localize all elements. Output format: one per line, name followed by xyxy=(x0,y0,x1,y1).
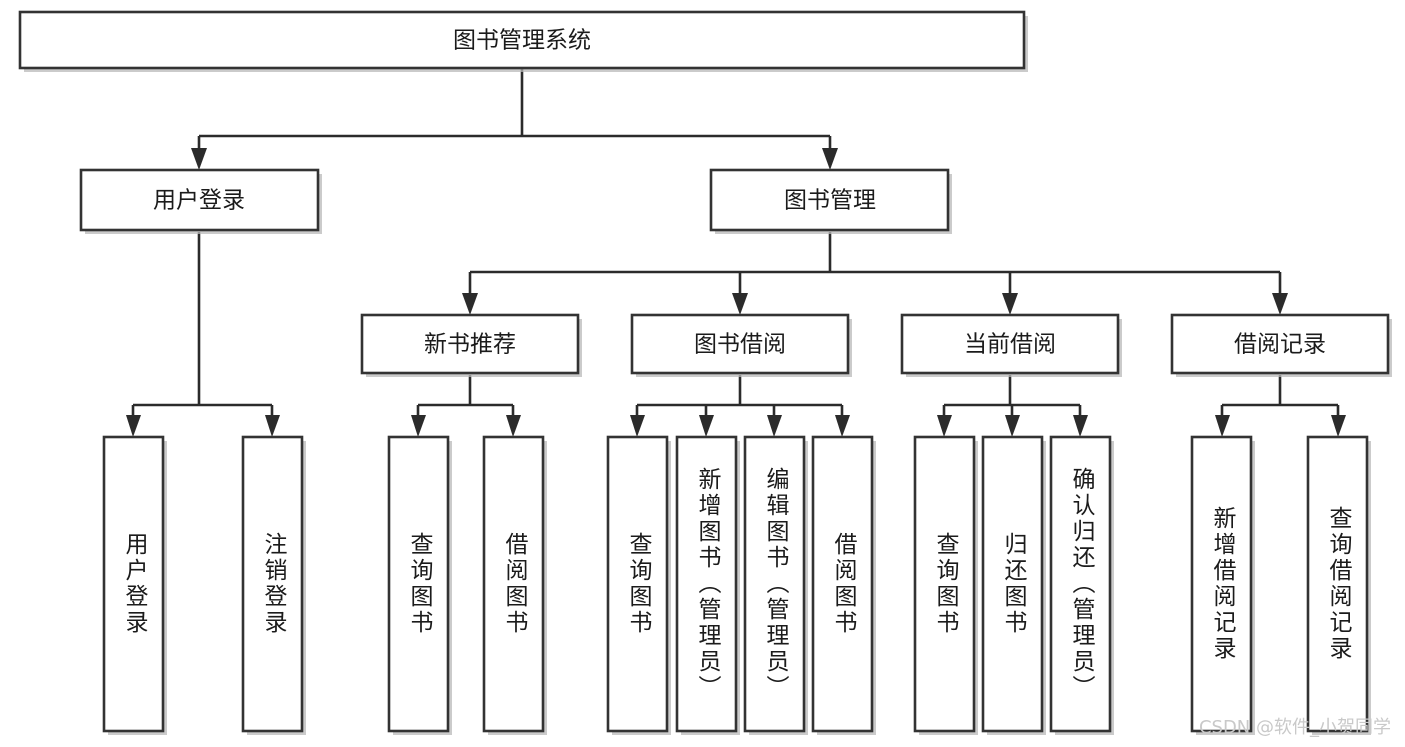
node-leaf-add-book-label: 新增图书（管理员） xyxy=(694,467,722,701)
node-leaf-add-record-box[interactable] xyxy=(1190,435,1253,733)
arrowhead-leaf-query-book-1 xyxy=(411,415,426,437)
arrowhead-leaf-add-record xyxy=(1215,415,1230,437)
node-leaf-add-record-label: 新增借阅记录 xyxy=(1209,506,1237,662)
arrowhead-leaf-edit-book xyxy=(767,415,782,437)
arrowhead-leaf-confirm-return xyxy=(1073,415,1088,437)
node-leaf-user-logout[interactable]: 注销登录 xyxy=(241,435,306,735)
node-leaf-edit-book-label: 编辑图书（管理员） xyxy=(762,467,790,701)
node-user-login[interactable]: 用户登录 xyxy=(79,168,322,234)
node-user-login-box[interactable] xyxy=(79,168,320,232)
node-leaf-query-book-1-label: 查询图书 xyxy=(406,532,434,636)
arrowhead-leaf-query-book-2 xyxy=(630,415,645,437)
node-leaf-add-book[interactable]: 新增图书（管理员） xyxy=(675,435,740,735)
node-leaf-borrow-book-1[interactable]: 借阅图书 xyxy=(482,435,547,735)
node-leaf-user-login-box[interactable] xyxy=(102,435,165,733)
node-book-management-label: 图书管理 xyxy=(784,188,876,214)
node-book-borrow-box[interactable] xyxy=(630,313,850,375)
node-user-login-label: 用户登录 xyxy=(153,188,245,214)
arrowhead-user-login xyxy=(191,148,207,170)
node-book-management-box[interactable] xyxy=(709,168,950,232)
node-leaf-return-book-box[interactable] xyxy=(981,435,1044,733)
arrowhead-new-book-recommend xyxy=(462,293,478,315)
node-current-borrow-label: 当前借阅 xyxy=(964,332,1056,358)
arrowhead-leaf-borrow-book-1 xyxy=(506,415,521,437)
edge-group-borrow-record xyxy=(1215,375,1346,437)
arrowhead-book-borrow xyxy=(732,293,748,315)
edge-group-root xyxy=(191,68,838,170)
node-leaf-confirm-return-box[interactable] xyxy=(1049,435,1112,733)
node-new-book-recommend[interactable]: 新书推荐 xyxy=(360,313,582,377)
node-leaf-query-book-1-box[interactable] xyxy=(387,435,450,733)
arrowhead-borrow-record xyxy=(1272,293,1288,315)
node-leaf-add-record[interactable]: 新增借阅记录 xyxy=(1190,435,1255,735)
node-book-borrow[interactable]: 图书借阅 xyxy=(630,313,852,377)
arrowhead-leaf-query-book-3 xyxy=(937,415,952,437)
node-leaf-query-book-3-box[interactable] xyxy=(913,435,976,733)
arrowhead-leaf-query-record xyxy=(1331,415,1346,437)
node-leaf-query-book-2[interactable]: 查询图书 xyxy=(606,435,671,735)
node-leaf-user-logout-label: 注销登录 xyxy=(260,532,288,636)
node-root[interactable]: 图书管理系统 xyxy=(18,10,1028,72)
node-new-book-recommend-label: 新书推荐 xyxy=(424,332,516,358)
node-root-label: 图书管理系统 xyxy=(453,28,591,54)
node-leaf-add-book-box[interactable] xyxy=(675,435,738,733)
edge-group-user-login xyxy=(126,232,280,437)
node-leaf-borrow-book-1-label: 借阅图书 xyxy=(501,532,529,636)
node-leaf-return-book[interactable]: 归还图书 xyxy=(981,435,1046,735)
node-leaf-edit-book-box[interactable] xyxy=(743,435,806,733)
edge-group-book-borrow xyxy=(630,375,850,437)
arrowhead-book-management xyxy=(822,148,838,170)
node-leaf-query-book-3-label: 查询图书 xyxy=(932,532,960,636)
node-leaf-user-login-label: 用户登录 xyxy=(121,532,149,636)
node-leaf-edit-book[interactable]: 编辑图书（管理员） xyxy=(743,435,808,735)
node-leaf-user-login[interactable]: 用户登录 xyxy=(102,435,167,735)
node-book-management[interactable]: 图书管理 xyxy=(709,168,952,234)
csdn-watermark: CSDN @软件_小贺同学 xyxy=(1198,717,1391,738)
node-leaf-query-record-box[interactable] xyxy=(1306,435,1369,733)
node-current-borrow-box[interactable] xyxy=(900,313,1120,375)
node-new-book-recommend-box[interactable] xyxy=(360,313,580,375)
edge-group-book-management xyxy=(462,232,1288,315)
node-leaf-borrow-book-2-label: 借阅图书 xyxy=(830,532,858,636)
arrowhead-leaf-user-login xyxy=(126,415,141,437)
node-borrow-record-box[interactable] xyxy=(1170,313,1390,375)
arrowhead-leaf-user-logout xyxy=(265,415,280,437)
node-leaf-query-book-3[interactable]: 查询图书 xyxy=(913,435,978,735)
node-borrow-record-label: 借阅记录 xyxy=(1234,332,1326,358)
arrowhead-current-borrow xyxy=(1002,293,1018,315)
node-leaf-query-record-label: 查询借阅记录 xyxy=(1325,506,1353,662)
edge-group-new-book-recommend xyxy=(411,375,521,437)
node-current-borrow[interactable]: 当前借阅 xyxy=(900,313,1122,377)
node-leaf-query-book-2-label: 查询图书 xyxy=(625,532,653,636)
node-book-borrow-label: 图书借阅 xyxy=(694,332,786,358)
edge-group-current-borrow xyxy=(937,375,1088,437)
node-leaf-confirm-return-label: 确认归还（管理员） xyxy=(1068,467,1096,701)
node-leaf-query-record[interactable]: 查询借阅记录 xyxy=(1306,435,1371,735)
arrowhead-leaf-return-book xyxy=(1005,415,1020,437)
node-leaf-borrow-book-2-box[interactable] xyxy=(811,435,874,733)
node-leaf-confirm-return[interactable]: 确认归还（管理员） xyxy=(1049,435,1114,735)
node-root-box[interactable] xyxy=(18,10,1026,70)
arrowhead-leaf-add-book xyxy=(699,415,714,437)
node-leaf-return-book-label: 归还图书 xyxy=(1000,532,1028,636)
node-leaf-query-book-1[interactable]: 查询图书 xyxy=(387,435,452,735)
node-leaf-borrow-book-2[interactable]: 借阅图书 xyxy=(811,435,876,735)
node-leaf-query-book-2-box[interactable] xyxy=(606,435,669,733)
node-leaf-user-logout-box[interactable] xyxy=(241,435,304,733)
node-borrow-record[interactable]: 借阅记录 xyxy=(1170,313,1392,377)
node-leaf-borrow-book-1-box[interactable] xyxy=(482,435,545,733)
arrowhead-leaf-borrow-book-2 xyxy=(835,415,850,437)
